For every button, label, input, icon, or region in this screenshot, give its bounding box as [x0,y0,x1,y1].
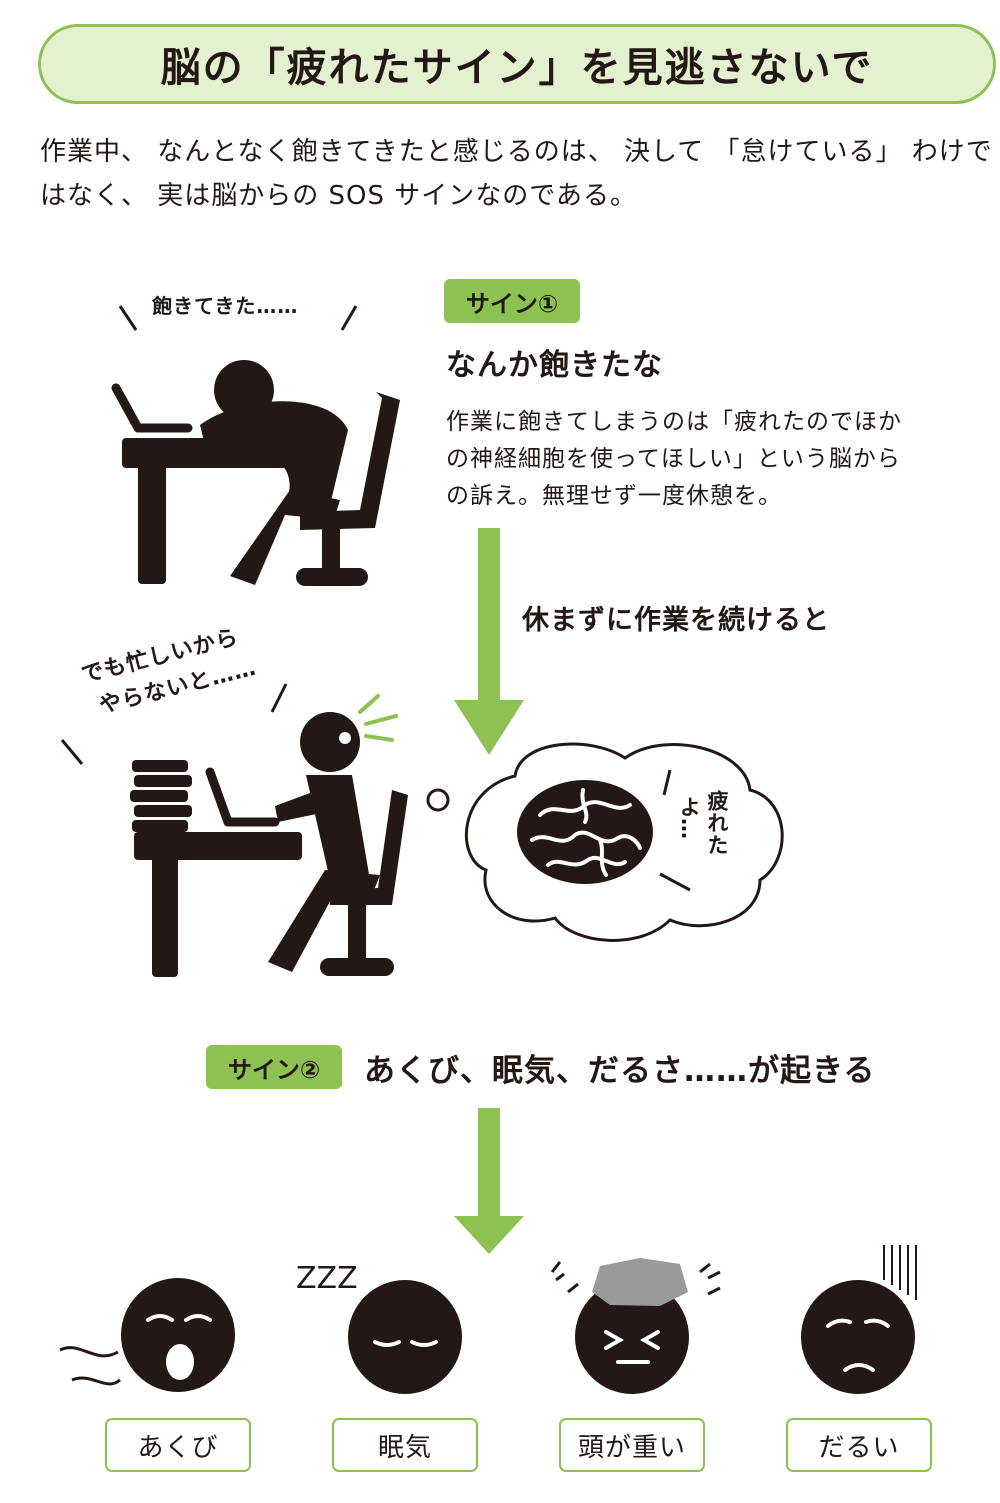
zzz-icon: ZZZ [296,1261,358,1296]
brain-speech-col2: よ… [677,796,701,840]
sign1-body-line-1: 作業に飽きてしまうのは「疲れたのでほか [446,409,902,435]
flow-arrow-1 [454,528,524,755]
symptom-label-yawn: あくび [105,1418,251,1472]
brain-speech-col1: 疲れた [705,790,729,856]
brain-speech-mark-bottom [659,872,691,892]
flow-continue-label: 休まずに作業を続けると [522,605,830,636]
symptom-label-heavy-head: 頭が重い [559,1418,705,1472]
speech-mark-busy-right [270,683,288,713]
symptom-label-sleepy: 眠気 [332,1418,478,1472]
brain-speech-mark-top [662,769,672,796]
yawning-face-icon [59,1278,235,1392]
tired-worker-icon [111,360,400,586]
intro-text: 作業中、 なんとなく飽きてきたと感じるのは、 決して 「怠けている」 わけで は… [40,130,1000,218]
sign1-tag: サイン① [444,279,580,323]
tired-speech: 飽きてきた…… [152,294,299,318]
busy-worker-icon [130,712,408,977]
intro-line-1: 作業中、 なんとなく飽きてきたと感じるのは、 決して 「怠けている」 わけで [40,137,993,167]
intro-line-2: はなく、 実は脳からの SOS サインなのである。 [40,181,638,211]
alert-lines-icon [358,694,398,742]
sign1-body: 作業に飽きてしまうのは「疲れたのでほか の神経細胞を使ってほしい」という脳から … [446,404,966,515]
sign2-tag: サイン② [206,1045,342,1089]
speech-mark-right [340,305,358,331]
symptom-label-tired: だるい [786,1418,932,1472]
page-title: 脳の「疲れたサイン」を見逃さないで [38,24,996,104]
tired-face-icon [801,1245,917,1394]
speech-mark-busy-left [60,739,84,765]
heavy-head-face-icon [550,1258,721,1394]
sign1-body-line-2: の神経細胞を使ってほしい」という脳から [446,446,901,472]
flow-arrow-2 [454,1108,524,1254]
speech-mark-left [118,305,138,331]
brain-folds [530,788,642,877]
sleepy-face-icon [348,1280,462,1394]
sign2-text: あくび、眠気、だるさ……が起きる [364,1052,876,1089]
sign1-body-line-3: の訴え。無理せず一度休憩を。 [446,483,782,509]
sign1-heading: なんか飽きたな [446,348,663,383]
